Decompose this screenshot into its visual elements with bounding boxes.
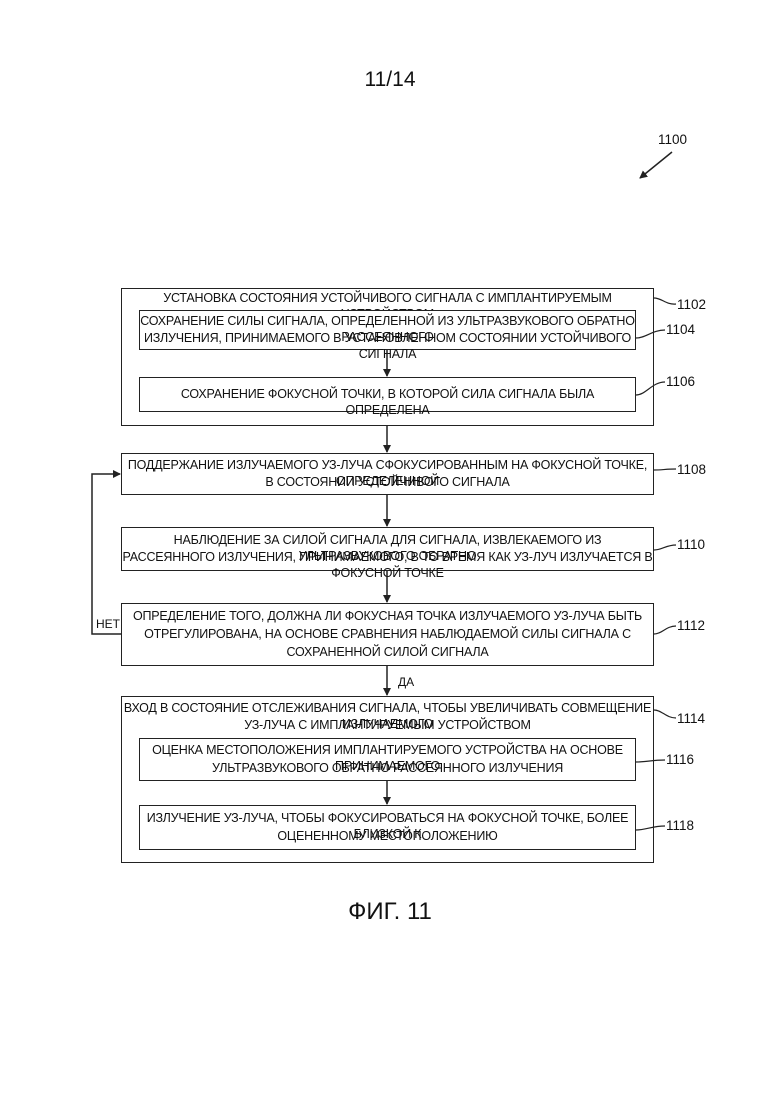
leader-1104 — [636, 330, 665, 338]
figure-ref-arrow — [640, 152, 672, 178]
leader-1102 — [654, 298, 676, 304]
leader-1114 — [654, 710, 676, 718]
leader-1112 — [654, 626, 676, 634]
leader-1110 — [654, 545, 676, 550]
leader-1116 — [636, 760, 665, 762]
figure-label: ФИГ. 11 — [0, 898, 780, 926]
loop-back-arrow — [92, 474, 121, 634]
leader-1118 — [636, 826, 665, 830]
leader-1108 — [654, 469, 676, 470]
leader-1106 — [636, 382, 665, 395]
